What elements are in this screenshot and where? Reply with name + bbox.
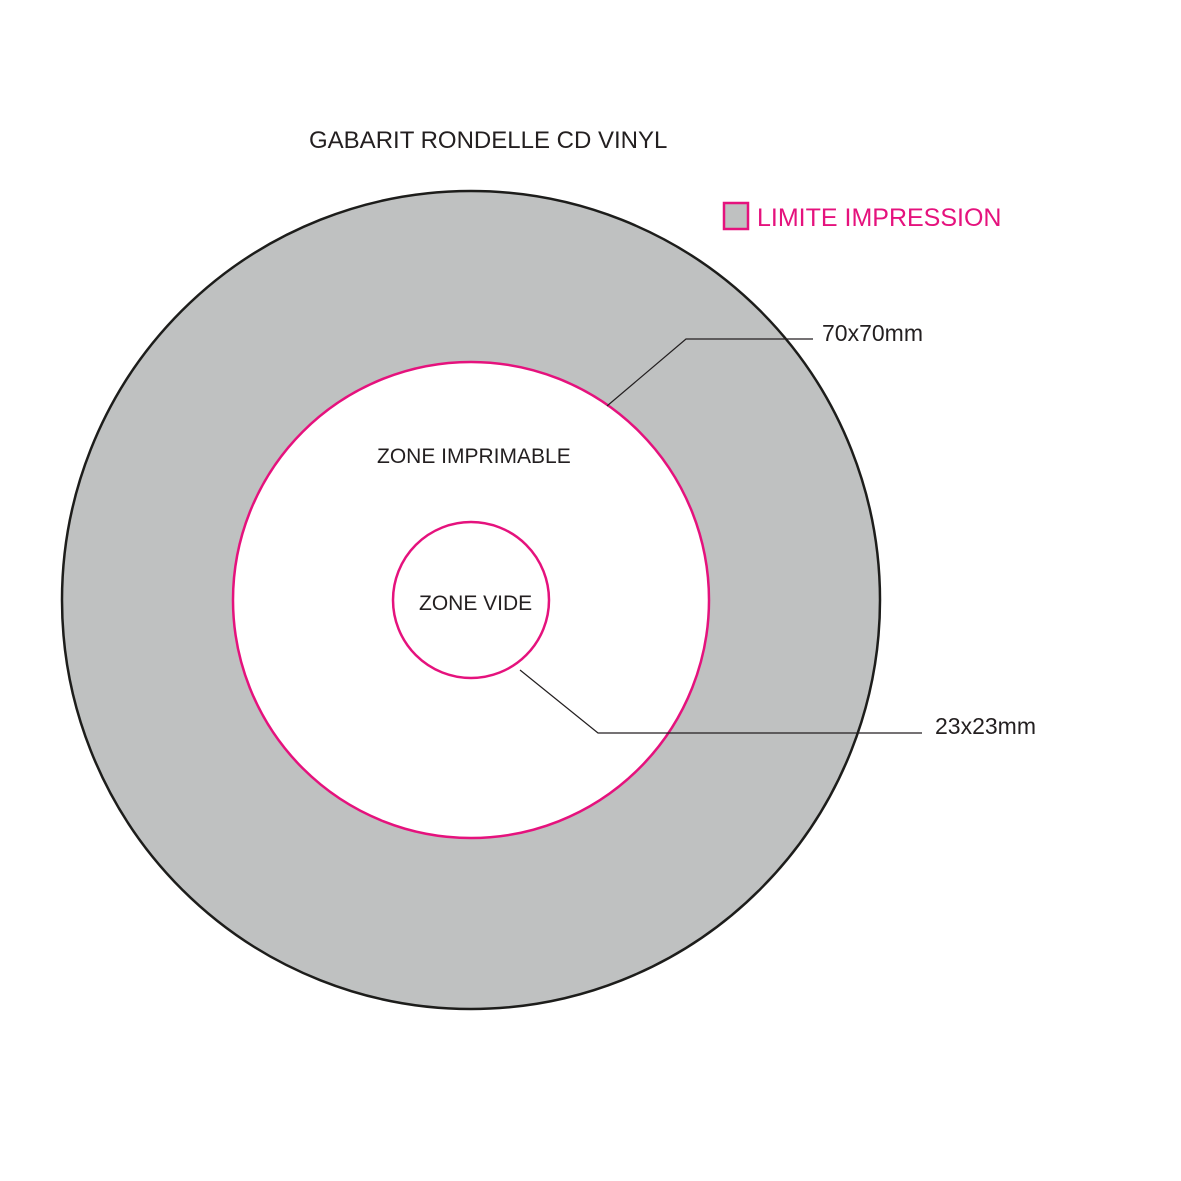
printable-dimension-leader [606, 338, 813, 407]
printable-dimension-label: 70x70mm [822, 320, 923, 346]
legend-swatch-icon [722, 201, 750, 231]
empty-zone-circle [391, 520, 551, 680]
empty-dimension-label: 23x23mm [935, 713, 1036, 739]
legend-label: LIMITE IMPRESSION [757, 204, 1001, 232]
empty-zone-label: ZONE VIDE [419, 592, 532, 615]
page-title: GABARIT RONDELLE CD VINYL [309, 127, 667, 154]
empty-dimension-leader [519, 669, 922, 734]
printable-zone-label: ZONE IMPRIMABLE [377, 445, 571, 468]
